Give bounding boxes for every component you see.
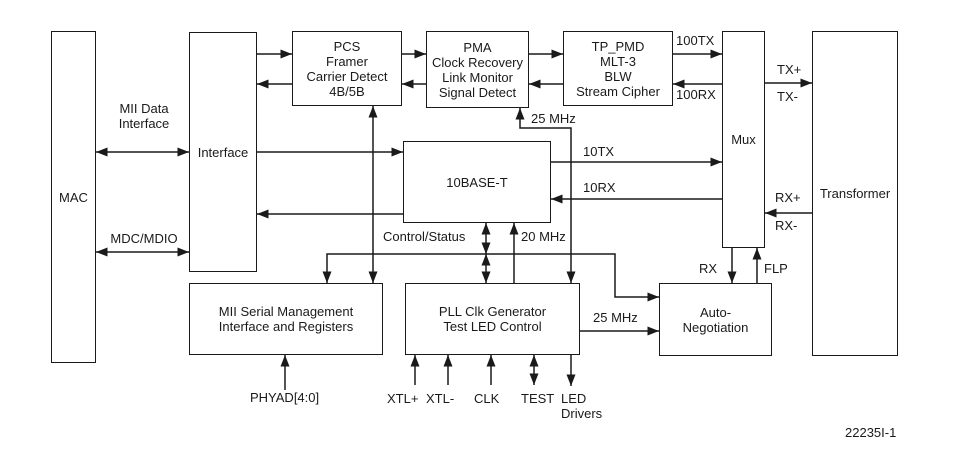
label-10tx: 10TX: [583, 144, 615, 159]
block-mii-serial-management: MII Serial Management Interface and Regi…: [189, 283, 383, 355]
block-pcs-label: PCS Framer Carrier Detect 4B/5B: [306, 38, 388, 99]
block-pcs: PCS Framer Carrier Detect 4B/5B: [292, 31, 402, 106]
block-pma: PMA Clock Recovery Link Monitor Signal D…: [426, 31, 529, 108]
block-mac-label: MAC: [59, 189, 88, 205]
block-10base-t: 10BASE-T: [403, 141, 551, 223]
block-pll-clk-generator-label: PLL Clk Generator Test LED Control: [438, 304, 547, 334]
label-clk: CLK: [474, 391, 500, 406]
block-tp-pmd: TP_PMD MLT-3 BLW Stream Cipher: [563, 31, 673, 106]
block-auto-negotiation: Auto- Negotiation: [659, 283, 772, 356]
label-25mhz-autoneg: 25 MHz: [593, 310, 638, 325]
label-20mhz: 20 MHz: [521, 229, 566, 244]
label-mii-data-interface: MII Data Interface: [118, 101, 170, 131]
block-tp-pmd-label: TP_PMD MLT-3 BLW Stream Cipher: [576, 38, 660, 99]
label-control-status: Control/Status: [383, 229, 466, 244]
figure-id: 22235I-1: [845, 425, 897, 440]
block-mux-label: Mux: [731, 132, 756, 147]
label-tx-plus: TX+: [777, 62, 802, 77]
block-interface: Interface: [189, 32, 257, 272]
label-xtl-minus: XTL-: [426, 391, 455, 406]
block-auto-negotiation-label: Auto- Negotiation: [682, 304, 749, 335]
label-rx: RX: [699, 261, 718, 276]
block-10base-t-label: 10BASE-T: [446, 174, 508, 190]
label-mdc-mdio: MDC/MDIO: [110, 231, 178, 246]
label-flp: FLP: [764, 261, 788, 276]
block-pll-clk-generator: PLL Clk Generator Test LED Control: [405, 283, 580, 355]
block-interface-label: Interface: [197, 144, 249, 160]
block-mac: MAC: [51, 31, 96, 363]
label-100tx: 100TX: [676, 33, 715, 48]
label-led-drivers: LED Drivers: [561, 391, 603, 421]
label-25mhz-pma: 25 MHz: [531, 111, 576, 126]
block-pma-label: PMA Clock Recovery Link Monitor Signal D…: [431, 39, 524, 100]
label-100rx: 100RX: [676, 87, 716, 102]
label-rx-minus: RX-: [775, 218, 798, 233]
label-tx-minus: TX-: [777, 89, 798, 104]
block-mux: Mux: [722, 31, 765, 248]
block-transformer: Transformer: [812, 31, 898, 356]
label-test: TEST: [521, 391, 555, 406]
label-rx-plus: RX+: [775, 190, 801, 205]
label-10rx: 10RX: [583, 180, 616, 195]
block-transformer-label: Transformer: [819, 186, 891, 201]
block-mii-serial-management-label: MII Serial Management Interface and Regi…: [218, 304, 354, 334]
label-phyad: PHYAD[4:0]: [250, 390, 320, 405]
label-xtl-plus: XTL+: [387, 391, 419, 406]
